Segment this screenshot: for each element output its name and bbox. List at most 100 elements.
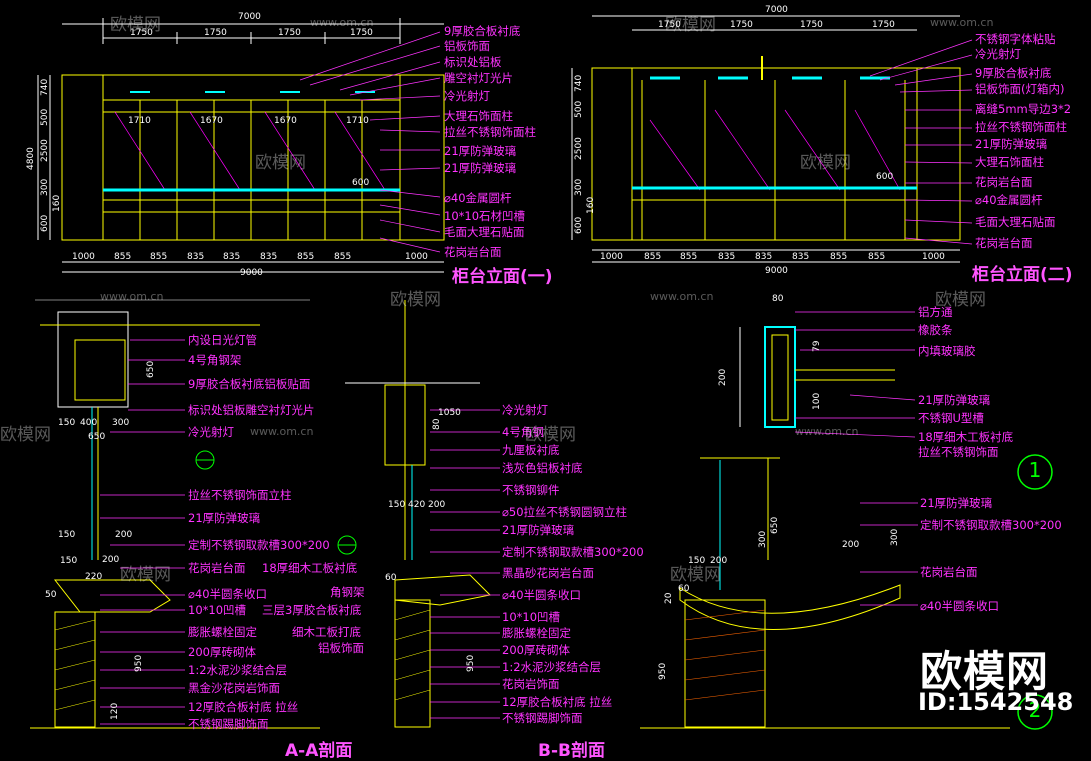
elev2-label: 花岗岩台面: [975, 236, 1033, 250]
elev2-label: 不锈钢字体粘贴: [975, 32, 1056, 46]
elev2-bottom-dim: 1000: [922, 252, 945, 262]
detail2-dim: 200: [842, 540, 860, 550]
elev1-label: 冷光射灯: [444, 89, 490, 103]
elev1-bottom-dim: 855: [114, 252, 132, 262]
detail2-dim: 300: [890, 528, 900, 546]
secB-label: 12厚胶合板衬底 拉丝: [502, 695, 613, 709]
elev2-left-dim: 600: [574, 216, 584, 234]
elev2-label: 花岗岩台面: [975, 175, 1033, 189]
elev1-left-dim: 740: [40, 78, 50, 96]
elev2-bottom-dim: 835: [718, 252, 736, 262]
elev2-left-dim: 160: [586, 196, 596, 214]
secB-label: 10*10凹槽: [502, 610, 561, 624]
elev2-label: 离缝5mm导边3*2: [975, 102, 1072, 116]
secA-dim: 300: [112, 418, 130, 428]
secB-label: ⌀50拉丝不锈钢圆钢立柱: [502, 505, 628, 519]
detail1-label: 橡胶条: [918, 323, 953, 337]
elev2-bottom-dim: 835: [792, 252, 810, 262]
detail2-dim: 950: [658, 662, 668, 680]
elev2-top-dim: 1750: [730, 20, 753, 30]
elev1-left-total: 4800: [26, 147, 36, 170]
secA-label: 18厚细木工板衬底: [262, 561, 358, 575]
detail-2-marker: 2: [1028, 698, 1042, 722]
elev2-label: ⌀40金属圆杆: [975, 193, 1043, 207]
secB-label: 200厚砖砌体: [502, 643, 570, 657]
secA-dim: 150: [60, 556, 78, 566]
elev2-bottom-dim: 835: [755, 252, 773, 262]
secB-dim: 950: [466, 654, 476, 672]
secA-label: 12厚胶合板衬底 拉丝: [188, 700, 299, 714]
brand-id: ID:1542548: [918, 688, 1074, 716]
section-a-linework: [30, 299, 357, 729]
secB-label: 不锈钢踢脚饰面: [502, 711, 583, 725]
secB-dim: 80: [432, 418, 442, 430]
watermark-brand: 欧模网: [935, 290, 986, 310]
detail2-dim: 150: [688, 556, 706, 566]
secA-dim: 50: [45, 590, 57, 600]
elev1-top-dim: 1750: [350, 28, 373, 38]
secB-label: 黑晶砂花岗岩台面: [502, 566, 594, 580]
detail2-dim: 300: [758, 530, 768, 548]
elev1-left-dim: 300: [40, 178, 50, 196]
elev2-bottom-dim: 855: [680, 252, 698, 262]
detail2-dim: 60: [678, 584, 690, 594]
secA-label: 花岗岩台面: [188, 561, 246, 575]
secA-label: ⌀40半圆条收口: [188, 587, 268, 601]
secB-label: 花岗岩饰面: [502, 677, 560, 691]
elev2-bottom-dim: 855: [644, 252, 662, 262]
watermark-brand: 欧模网: [110, 15, 161, 35]
elev2-top-dim: 1750: [800, 20, 823, 30]
elev1-inner-dim: 1710: [128, 116, 151, 126]
secA-dim: 650: [146, 360, 156, 378]
elev1-top-total: 7000: [238, 12, 261, 22]
secA-dim: 950: [134, 654, 144, 672]
secA-label: 1:2水泥沙浆结合层: [188, 663, 288, 677]
secB-dim: 60: [385, 573, 397, 583]
secA-label: 内设日光灯管: [188, 333, 257, 347]
watermark-brand: 欧模网: [525, 425, 576, 445]
secB-label: 九厘板衬底: [502, 443, 560, 457]
detail1-dim: 80: [772, 294, 784, 304]
detail2-label: 定制不锈钢取款槽300*200: [920, 518, 1062, 532]
elev1-inner-dim: 1670: [274, 116, 297, 126]
elev1-label: ⌀40金属圆杆: [444, 191, 512, 205]
secA-dim: 120: [110, 702, 120, 720]
section-b-linework: [345, 300, 500, 728]
elev2-dim-600: 600: [876, 172, 894, 182]
secB-label: 4号角钢: [502, 425, 544, 439]
elev2-label: 9厚胶合板衬底: [975, 66, 1052, 80]
secA-label: 4号角钢架: [188, 353, 242, 367]
elev1-bottom-dim: 1000: [72, 252, 95, 262]
secA-label: 200厚砖砌体: [188, 645, 256, 659]
secB-label: 冷光射灯: [502, 403, 548, 417]
elev2-top-dim: 1750: [658, 20, 681, 30]
elev1-inner-dim: 1710: [346, 116, 369, 126]
secB-label: 膨胀螺栓固定: [502, 626, 571, 640]
detail1-dim: 100: [812, 392, 822, 410]
secA-label: 10*10凹槽: [188, 603, 247, 617]
secB-label: 1:2水泥沙浆结合层: [502, 660, 602, 674]
secB-dim: 200: [428, 500, 446, 510]
detail1-dim: 79: [812, 340, 822, 352]
watermark-brand: 欧模网: [665, 15, 716, 35]
elev1-top-dim: 1750: [130, 28, 153, 38]
elev1-label: 拉丝不锈钢饰面柱: [444, 125, 536, 139]
secA-dim: 150: [58, 530, 76, 540]
elev1-inner-dim: 1670: [200, 116, 223, 126]
secA-dim: 150: [58, 418, 76, 428]
detail-1-marker: 1: [1028, 458, 1042, 482]
secB-label: 定制不锈钢取款槽300*200: [502, 545, 644, 559]
elev2-bottom-total: 9000: [765, 266, 788, 276]
detail1-dim: 200: [718, 368, 728, 386]
detail2-label: ⌀40半圆条收口: [920, 599, 1000, 613]
detail1-label: 拉丝不锈钢饰面: [918, 445, 999, 459]
detail1-label: 不锈钢U型槽: [918, 411, 984, 425]
elev1-bottom-dim: 855: [297, 252, 315, 262]
detail2-label: 21厚防弹玻璃: [920, 496, 993, 510]
secA-label: 黑金沙花岗岩饰面: [188, 681, 280, 695]
elev1-label: 雕空衬灯光片: [444, 71, 513, 85]
elev1-bottom-dim: 835: [260, 252, 278, 262]
elev1-left-dim: 600: [40, 214, 50, 232]
secA-dim: 650: [88, 432, 106, 442]
